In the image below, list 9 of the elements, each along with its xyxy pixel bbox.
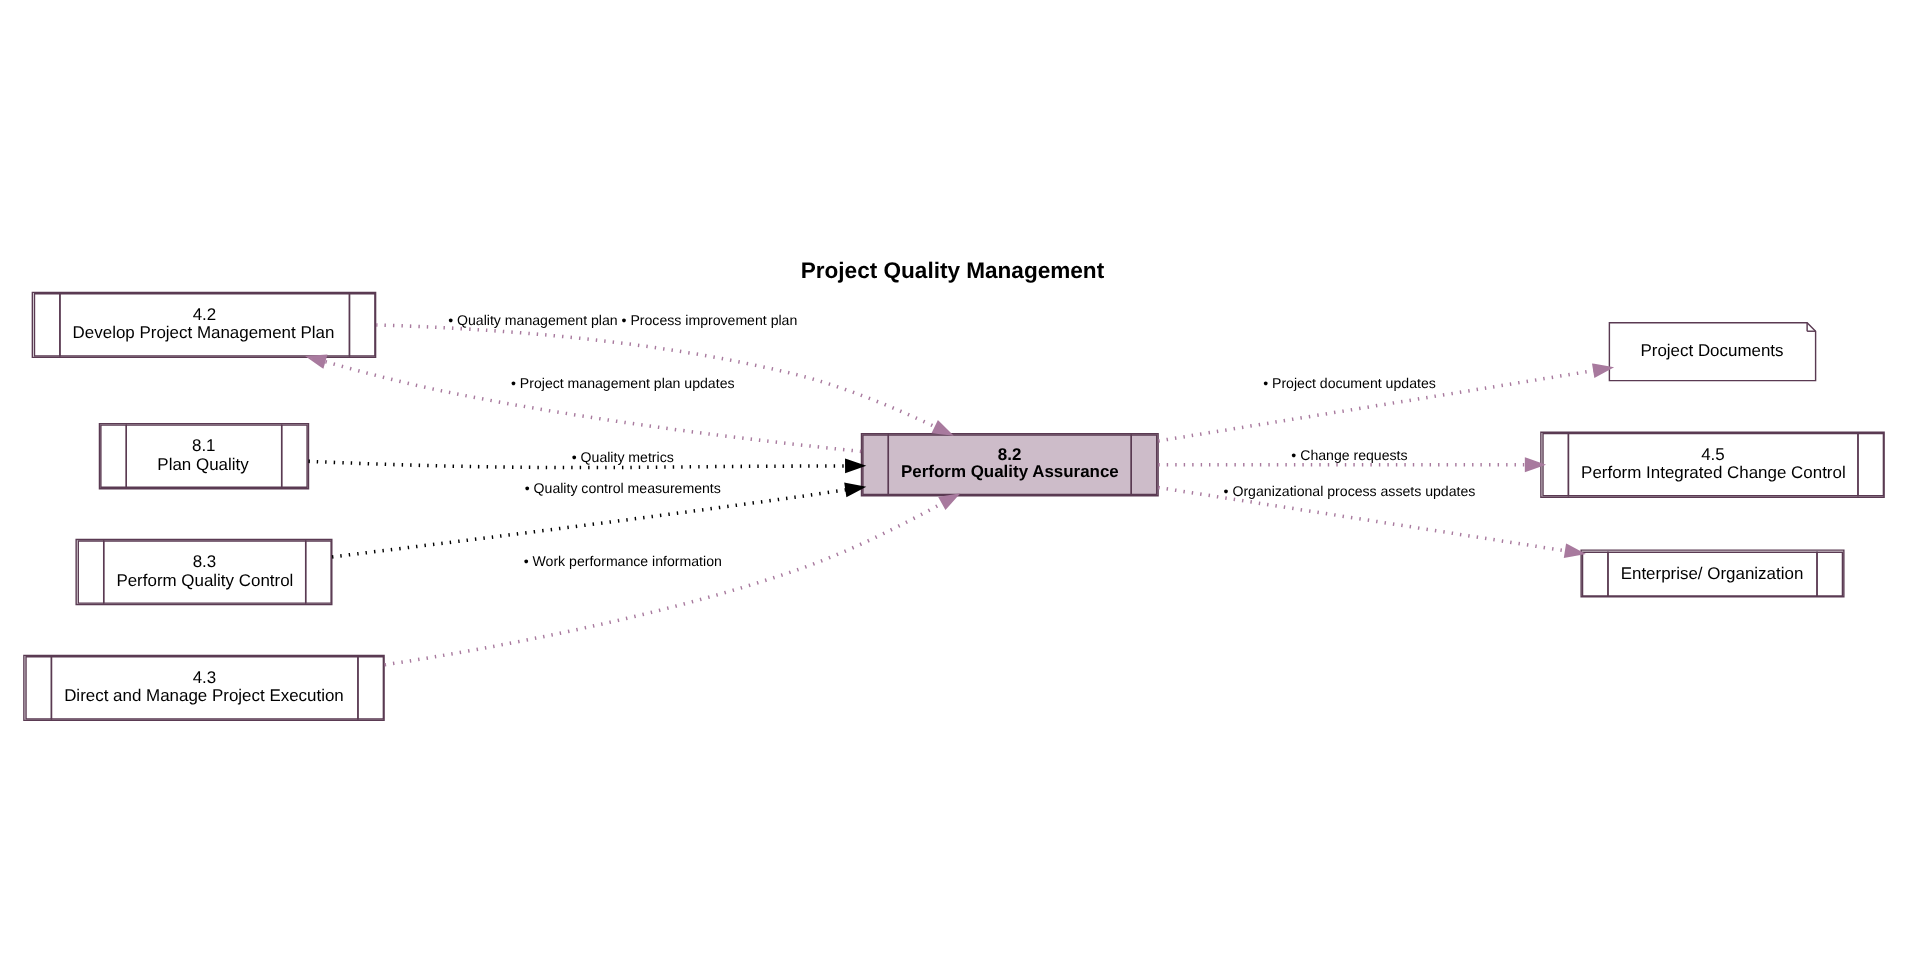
diagram-title: Project Quality Management (800, 259, 1105, 284)
arrow (376, 323, 954, 436)
arrow (331, 482, 867, 559)
arrow (384, 493, 961, 667)
arrow (308, 458, 867, 474)
arrow (1158, 363, 1615, 443)
arrow (1158, 457, 1547, 473)
arrow (1158, 485, 1586, 559)
arrow (305, 354, 862, 454)
